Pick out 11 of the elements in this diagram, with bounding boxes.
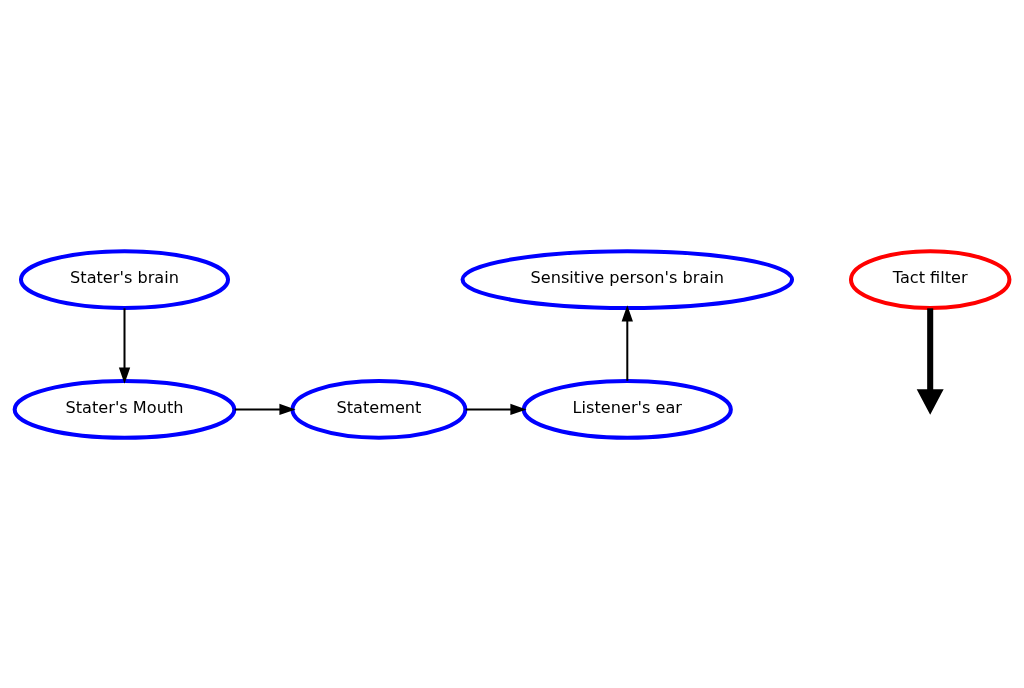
node-ellipse: Statement — [290, 378, 468, 440]
arrow — [465, 403, 527, 415]
node-ellipse: Listener's ear — [521, 378, 733, 440]
node-ellipse: Sensitive person's brain — [460, 248, 795, 310]
node-ellipse: Stater's brain — [18, 248, 231, 310]
arrow — [916, 307, 944, 415]
node-ellipse: Stater's Mouth — [12, 378, 237, 440]
node-ellipse: Tact filter — [848, 248, 1012, 310]
arrow — [118, 307, 131, 384]
arrow — [234, 403, 296, 415]
arrow — [621, 304, 633, 381]
